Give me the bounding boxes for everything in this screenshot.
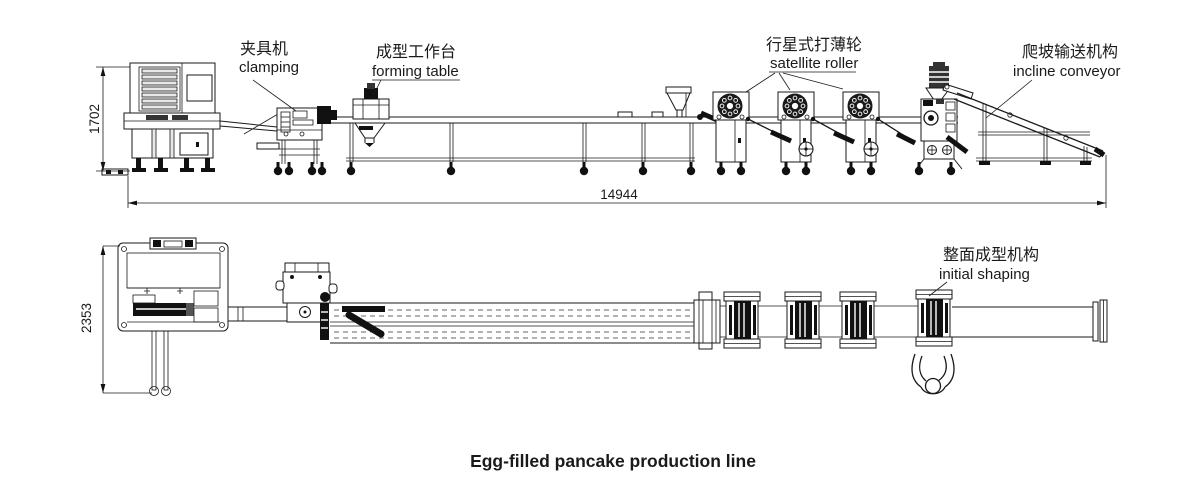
handwheel: [863, 141, 879, 157]
satellite-roller-machines: [697, 92, 917, 175]
leader-satellite-1: [745, 72, 776, 93]
operator-head: [924, 377, 942, 395]
plan-main-machine: [117, 237, 229, 396]
conveyor-legs: [346, 123, 696, 176]
dimension-overall-length: 14944: [127, 155, 1107, 208]
label-forming-table-zh: 成型工作台: [376, 43, 456, 61]
operator-figure: [911, 353, 955, 395]
inclined-transfer-belts: [745, 116, 917, 146]
label-initial-shaping-en: initial shaping: [939, 266, 1030, 283]
label-satellite-roller-en: satellite roller: [770, 55, 858, 72]
label-incline-conveyor-en: incline conveyor: [1013, 63, 1121, 80]
side-elevation-view: 1702 14944 夹具机 clamping 成型工作台 forming ta…: [87, 36, 1121, 208]
machine-feet: [132, 158, 215, 172]
plan-roller-station-3: [839, 291, 877, 349]
leader-satellite-2: [778, 72, 791, 91]
leader-incline-conveyor: [985, 79, 1033, 119]
plan-view: 2353: [79, 237, 1108, 396]
plan-clamping-machine: [275, 262, 338, 340]
plan-conveyor: [330, 302, 918, 344]
plan-transfer-arm: [227, 306, 291, 322]
dimension-2353-text: 2353: [79, 303, 94, 333]
label-initial-shaping-zh: 整面成型机构: [943, 246, 1039, 264]
label-clamping-zh: 夹具机: [240, 40, 288, 58]
dimension-plan-width: 2353: [79, 245, 152, 394]
clamping-machine: [256, 106, 337, 176]
label-incline-conveyor: 爬坡输送机构 incline conveyor: [985, 43, 1121, 119]
under-belt-hopper: [354, 122, 386, 147]
leader-forming-table: [371, 79, 382, 99]
incline-conveyor: [942, 83, 1106, 165]
drawing-title: Egg-filled pancake production line: [470, 451, 756, 471]
dimension-14944-text: 14944: [600, 187, 638, 202]
label-incline-conveyor-zh: 爬坡输送机构: [1022, 43, 1118, 61]
plan-outfeed-conveyor: [952, 299, 1108, 343]
plan-scraper-diagonal: [345, 311, 385, 338]
label-satellite-roller: 行星式打薄轮 satellite roller: [745, 36, 862, 93]
label-satellite-roller-zh: 行星式打薄轮: [766, 36, 862, 54]
satellite-roller-machine-2: [778, 92, 814, 175]
satellite-roller-machine-1: [713, 92, 749, 175]
belt-guide-block: [617, 111, 633, 118]
label-clamping: 夹具机 clamping: [239, 40, 299, 112]
dimension-1702-text: 1702: [87, 104, 102, 134]
tray-loader-machine: [101, 62, 221, 176]
label-forming-table-en: forming table: [372, 63, 459, 80]
label-forming-table: 成型工作台 forming table: [371, 43, 460, 99]
leader-initial-shaping: [928, 281, 948, 297]
scraper-bar: [945, 135, 969, 154]
transfer-arm: [219, 113, 279, 135]
belt-drive-head: [317, 106, 331, 124]
plan-machine-legs: [149, 330, 171, 396]
satellite-roller-machine-3: [843, 92, 879, 175]
handwheel: [798, 141, 814, 157]
press-feed-machine: [914, 62, 969, 176]
leader-satellite-3: [782, 72, 844, 90]
plan-roller-station-2: [784, 291, 822, 349]
plan-mid-station: [693, 291, 721, 350]
machine-door: [179, 132, 209, 156]
leader-clamping: [252, 79, 297, 112]
plan-roller-station-1: [723, 291, 761, 349]
plan-initial-shaping-station: [915, 289, 953, 347]
filler-hopper: [665, 86, 692, 118]
label-initial-shaping: 整面成型机构 initial shaping: [928, 246, 1039, 297]
machine-window: [186, 74, 213, 102]
label-clamping-en: clamping: [239, 59, 299, 76]
plan-scraper-bar: [342, 306, 385, 312]
dimension-side-height: 1702: [87, 66, 130, 172]
belt-guide-block: [651, 111, 664, 118]
forming-table-block: [352, 83, 390, 120]
incline-support-frame: [976, 103, 1092, 165]
